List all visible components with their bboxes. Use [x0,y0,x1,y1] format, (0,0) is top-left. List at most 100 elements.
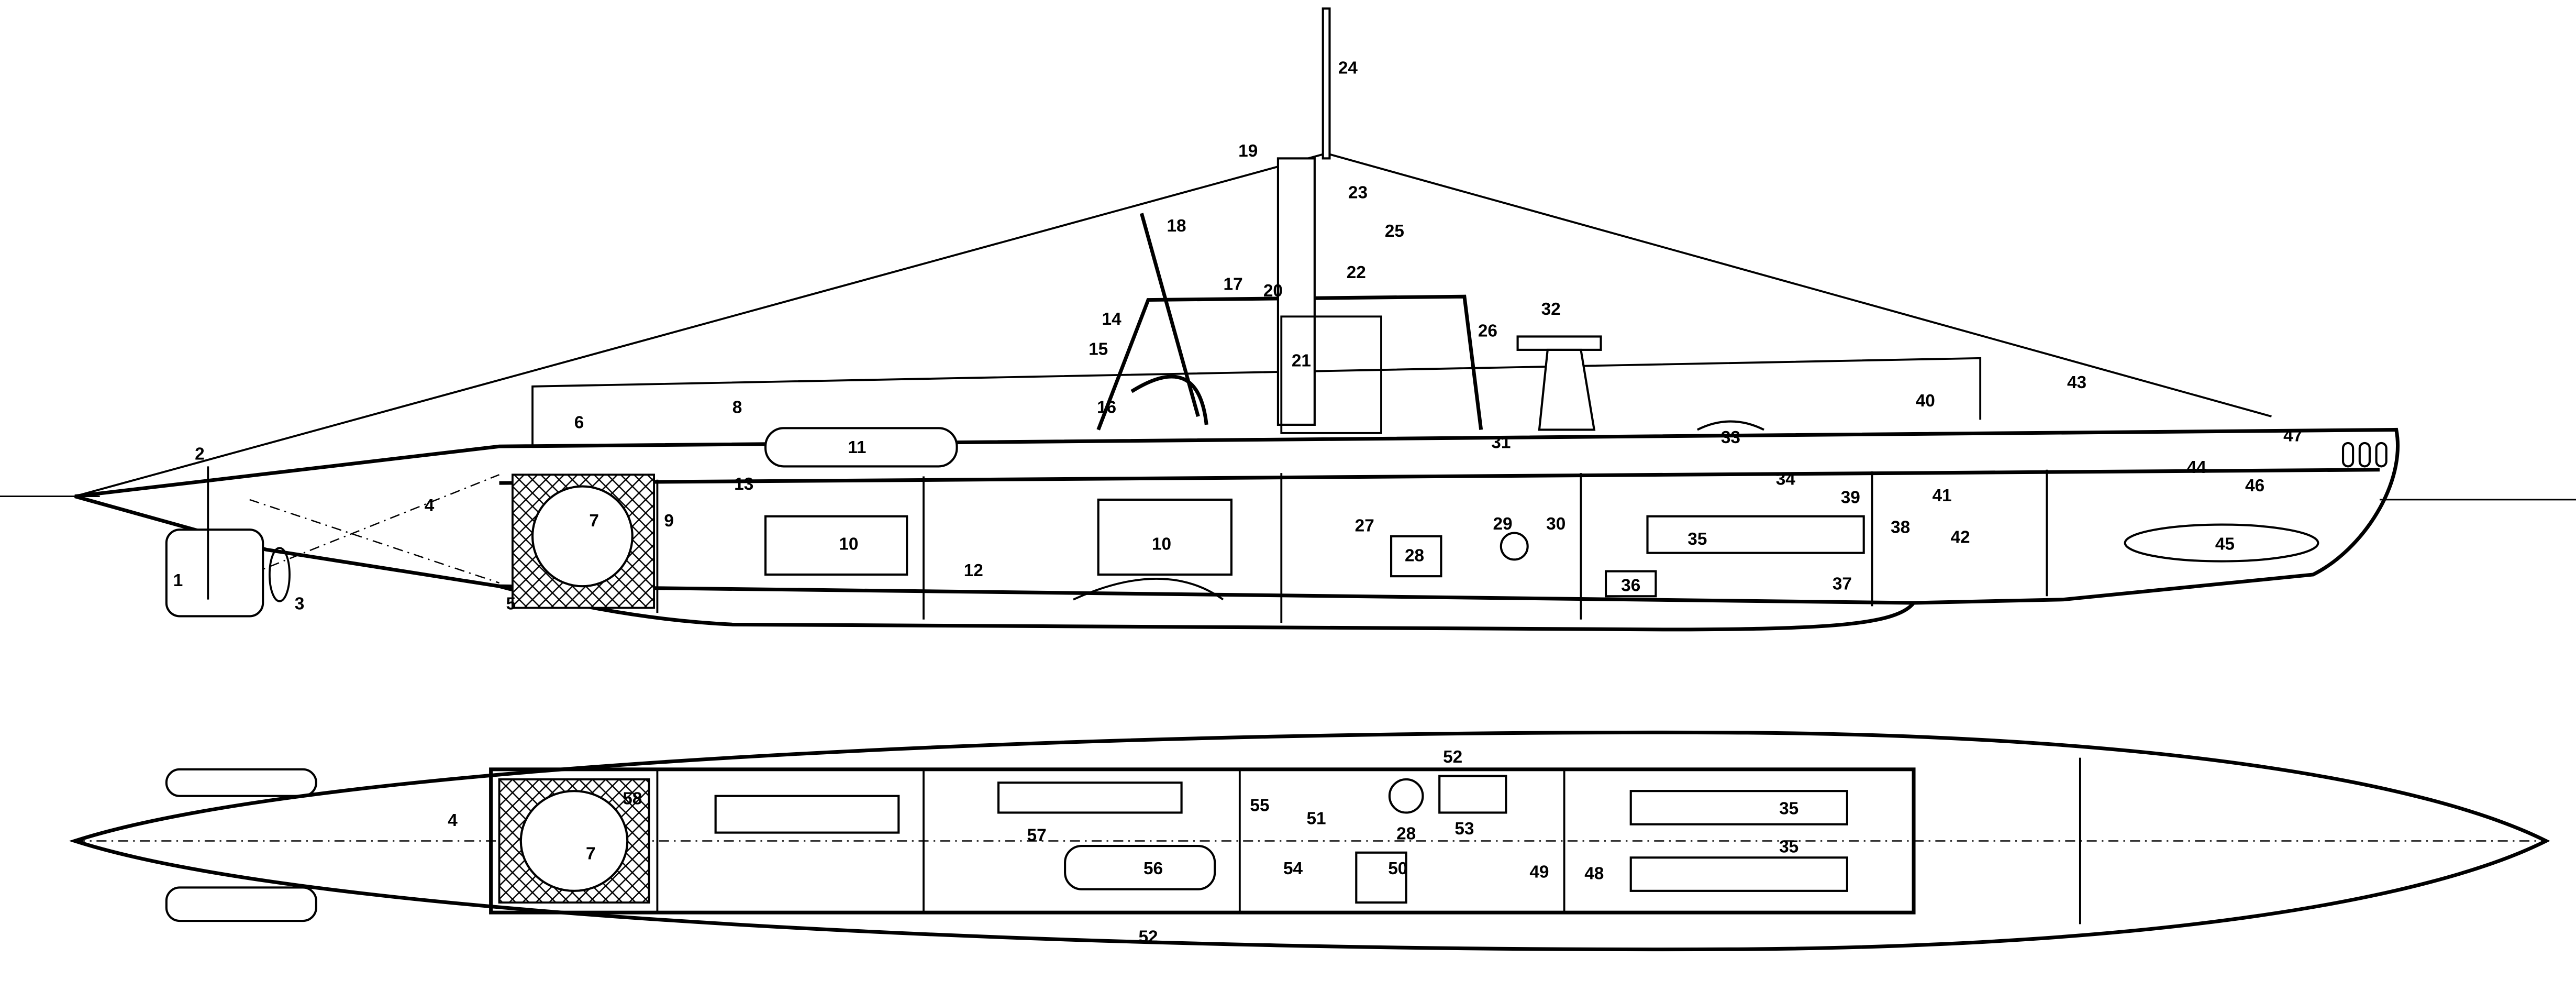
callout-label: 47 [2283,426,2303,446]
callout-label: 27 [1355,516,1374,535]
boat-hatch [1696,420,1764,431]
callout-label: 35 [1779,799,1798,819]
callout-label: 9 [664,511,674,531]
callout-label: 23 [1348,183,1368,203]
callout-label: 44 [2187,458,2207,477]
callout-label: 37 [1833,575,1852,594]
callout-label: 6 [574,413,584,432]
callout-label: 30 [1546,514,1565,534]
antenna-mast [1322,7,1331,160]
callout-label: 1 [173,571,183,590]
callout-label: 40 [1916,391,1935,411]
ventilation-duct [1130,375,1208,425]
stern-frame [249,499,499,584]
plan-engine [997,781,1183,814]
radio-mast [1139,213,1200,417]
callout-label: 35 [1687,530,1707,549]
side-view-callouts: 1 2 3 4 5 6 7 8 9 10 10 11 12 13 14 15 1… [173,58,2303,613]
callout-label: 10 [839,534,858,554]
callout-label: 18 [1167,216,1186,236]
fuel-tank [764,427,958,468]
callout-label: 41 [1933,486,1952,505]
pressure-hull-plan [489,767,1916,915]
callout-label: 3 [295,594,305,614]
plan-tank-7 [498,778,650,904]
callout-label: 55 [1250,796,1269,815]
callout-label: 20 [1263,281,1283,301]
callout-label: 42 [1950,528,1970,547]
tank-28 [1390,535,1442,578]
callout-label: 46 [2245,476,2264,496]
callout-label: 13 [734,475,753,494]
callout-label: 53 [1454,819,1474,839]
callout-label: 49 [1529,862,1549,882]
side-view: 1 2 3 4 5 6 7 8 9 10 10 11 12 13 14 15 1… [0,7,2576,632]
callout-label: 11 [848,438,866,457]
callout-label: 57 [1027,825,1047,845]
battery-hump [1073,578,1224,601]
plan-view: 4 7 58 57 56 55 54 51 28 53 50 49 48 52 … [69,730,2550,952]
plan-torpedo-tube [1629,790,1848,825]
callout-label: 12 [964,561,983,580]
plan-hull [69,730,2550,952]
callout-label: 4 [448,811,458,830]
outer-hull [74,427,2400,632]
callout-label: 31 [1491,433,1511,452]
callout-label: 28 [1396,824,1416,843]
stern-plane [165,886,317,922]
callout-label: 7 [589,511,599,531]
bulkheads [656,469,2048,623]
stern-frame [249,474,499,576]
callout-label: 4 [425,496,435,515]
callout-label: 2 [195,445,205,464]
plan-unit-50 [1355,851,1407,904]
callout-label: 14 [1102,310,1122,329]
callout-label: 24 [1338,58,1358,78]
propeller [268,547,291,602]
deck-gun [1516,335,1602,431]
callout-label: 16 [1097,398,1116,417]
torpedo-35 [1646,515,1865,554]
callout-label: 39 [1841,488,1860,507]
callout-label: 36 [1621,576,1640,596]
callout-label: 33 [1721,428,1740,447]
rudder [165,528,264,618]
callout-label: 45 [2215,534,2235,554]
control-room-trunk [1280,315,1382,434]
callout-label: 8 [732,398,742,417]
callout-label: 7 [586,844,596,863]
radio-antenna-frame [531,357,1982,447]
pressure-hull-bottom [499,584,1914,605]
callout-label: 34 [1776,469,1796,489]
callout-label: 5 [506,594,516,614]
pressure-hull-top [499,468,2380,485]
callout-label: 22 [1347,263,1366,282]
ballast-tank-7 [512,474,655,609]
callout-label: 51 [1306,809,1326,829]
plan-unit-28 [1388,778,1424,814]
callout-label: 43 [2067,373,2086,392]
callout-label: 38 [1891,518,1910,537]
callout-label: 58 [623,789,642,809]
plan-engine [1064,844,1216,890]
pump-29 [1500,532,1529,561]
plan-engine [714,795,900,834]
callout-label: 10 [1152,534,1171,554]
callout-label: 21 [1292,351,1311,371]
callout-label: 25 [1385,222,1404,241]
plan-unit-53 [1438,775,1507,814]
plan-torpedo-tube [1629,856,1848,892]
bow-portholes [2341,442,2388,468]
callout-label: 26 [1478,321,1497,340]
callout-label: 52 [1443,747,1462,767]
callout-label: 19 [1238,141,1258,161]
callout-label: 28 [1405,546,1424,566]
callout-label: 50 [1388,859,1407,878]
tank-45 [2124,523,2319,563]
callout-label: 17 [1224,274,1243,294]
callout-label: 29 [1493,514,1512,534]
callout-label: 48 [1584,864,1604,884]
callout-label: 54 [1283,859,1303,878]
stern-plane [165,768,317,797]
